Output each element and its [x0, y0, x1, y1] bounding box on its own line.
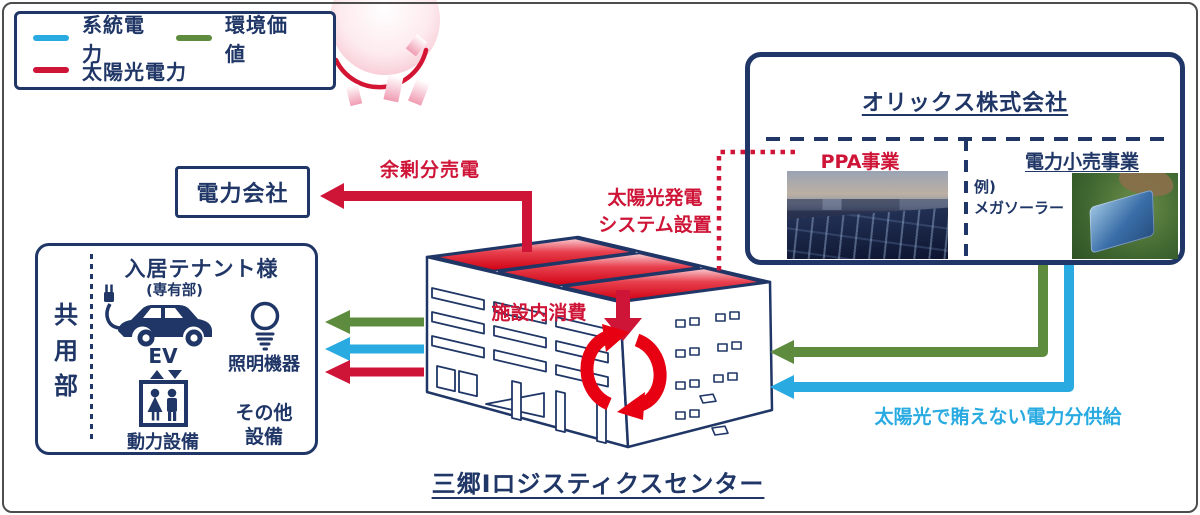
mega-solar-photo	[1072, 173, 1178, 259]
rooftop-solar-photo	[787, 171, 948, 259]
rooftop-solar-panels	[433, 237, 764, 302]
legend: 系統電力 環境価値 太陽光電力	[14, 11, 336, 90]
building-dock	[436, 365, 607, 444]
plug-icon	[104, 284, 121, 330]
power-equipment-label: 動力設備	[127, 432, 199, 453]
power-company-box: 電力会社	[175, 166, 310, 218]
legend-grid-power-label: 系統電力	[82, 13, 145, 66]
legend-env-value-label: 環境価値	[225, 13, 288, 66]
surplus-sale-label: 余剰分売電	[379, 159, 480, 181]
tenant-subtitle: (専有部)	[146, 283, 203, 299]
pv-to-facility-arrow	[604, 290, 642, 341]
grid-supply-label: 太陽光で賄えない電力分供給	[874, 406, 1122, 428]
pv-system-install-label: 太陽光発電 システム設置	[598, 187, 712, 236]
onsite-consumption-label: 施設内消費	[491, 302, 587, 324]
mega-solar-example-label: 例) メガソーラー	[974, 178, 1065, 217]
legend-solar-power-label: 太陽光電力	[82, 59, 187, 84]
recycle-arrows-icon	[580, 324, 667, 420]
tenant-dashed-divider	[90, 254, 93, 444]
grid-power-line-swatch	[33, 35, 69, 41]
retail-business-label: 電力小売事業	[1024, 151, 1139, 173]
light-bulb-icon	[250, 301, 280, 351]
elevator-icon	[139, 380, 188, 427]
building-windows	[675, 311, 742, 436]
building-to-tenant-arrows	[325, 310, 424, 384]
building-illustration	[425, 235, 774, 449]
surplus-sale-arrow	[320, 183, 532, 252]
orix-title: オリックス株式会社	[861, 91, 1069, 116]
tenant-icons	[104, 284, 280, 427]
sun-icon	[330, 0, 440, 107]
orix-dashed-divider-vertical	[964, 139, 968, 261]
elevator-direction-icons	[150, 370, 182, 379]
facility-title: 三郷Ⅰロジスティクスセンター	[431, 470, 765, 498]
other-equipment-label: その他 設備	[235, 402, 293, 448]
ppa-business-label: PPA事業	[820, 151, 900, 173]
rooftop-photo-panels	[787, 205, 948, 259]
grid-supply-to-building-arrow	[770, 262, 1074, 399]
solar-power-line-swatch	[33, 67, 69, 73]
mega-solar-photo-panel-field	[1089, 189, 1155, 254]
common-area-label: 共 用 部	[54, 301, 78, 401]
ev-car-icon	[104, 284, 212, 347]
env-value-to-building-arrow	[770, 262, 1048, 364]
tenant-box: 共 用 部 入居テナント様 (専有部)	[35, 243, 318, 455]
rooftop-photo-skyline	[787, 199, 948, 210]
tenant-title: 入居テナント様	[124, 257, 279, 281]
lighting-label: 照明機器	[228, 354, 300, 375]
orix-box: オリックス株式会社 PPA事業 電力小売事業 例) メガソーラー	[745, 52, 1185, 265]
ev-label: EV	[148, 344, 178, 368]
env-value-line-swatch	[176, 35, 212, 41]
power-company-label: 電力会社	[196, 182, 289, 207]
